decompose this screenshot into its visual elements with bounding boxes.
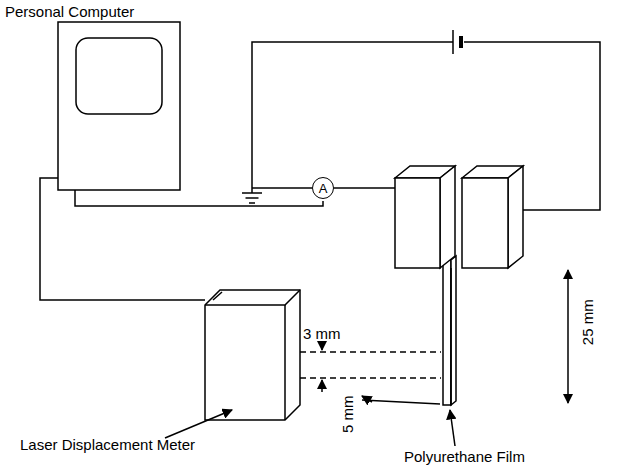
leader-line: [450, 410, 455, 446]
laser-beam: [300, 351, 441, 353]
device-label: Personal Computer: [5, 4, 134, 21]
battery-plate: [459, 36, 463, 48]
laser-meter-bevel: [213, 292, 222, 300]
battery-plate: [452, 30, 454, 54]
ground-symbol: [249, 202, 255, 204]
laser-meter-edge: [284, 305, 286, 420]
wire: [252, 187, 312, 189]
electrode-block: [462, 178, 508, 268]
electrode-block: [395, 178, 440, 268]
ground-symbol: [242, 192, 262, 194]
laser-meter-edge: [205, 290, 300, 305]
polyurethane-film: [443, 260, 451, 405]
ground-symbol: [246, 197, 259, 199]
electrode-block: [508, 166, 523, 268]
dimension-label: 3 mm: [303, 326, 341, 343]
meter-letter: A: [319, 182, 328, 195]
wire: [75, 190, 323, 206]
screen: [76, 38, 162, 114]
polyurethane-film: [451, 256, 456, 405]
laser-meter: [205, 290, 300, 420]
dimension-line: [362, 400, 440, 404]
dimension-arrow: [567, 270, 569, 403]
device-label: Polyurethane Film: [404, 449, 525, 466]
dimension-label: 5 mm: [340, 395, 357, 433]
leader-line: [165, 410, 232, 438]
monitor: [58, 22, 180, 190]
dimension-label: 25 mm: [580, 299, 597, 345]
device-label: Laser Displacement Meter: [20, 437, 195, 454]
wire: [40, 178, 205, 300]
ammeter-symbol: A: [312, 177, 334, 199]
dimension-arrow: [321, 380, 323, 392]
laser-beam: [300, 377, 441, 379]
dimension-arrow: [362, 396, 372, 402]
wire: [334, 187, 395, 189]
electrode-block: [440, 166, 455, 268]
dimension-arrow: [321, 343, 323, 350]
film-edge: [450, 268, 452, 405]
